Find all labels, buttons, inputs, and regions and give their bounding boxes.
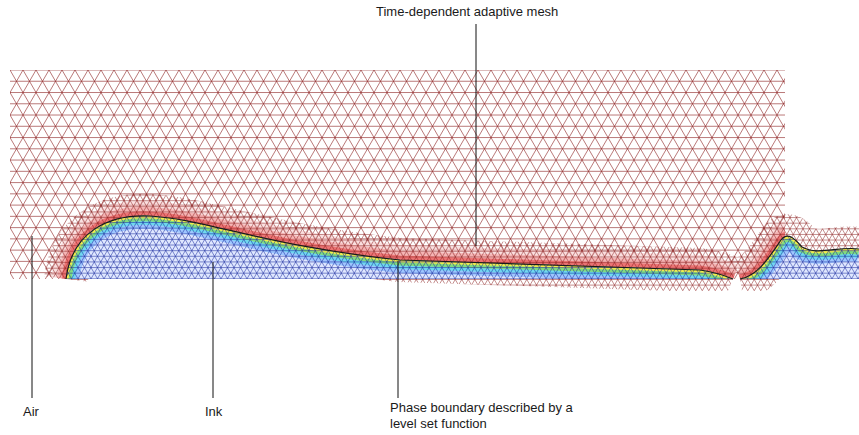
phase-boundary bbox=[66, 216, 733, 279]
callout-label: Air bbox=[23, 404, 39, 420]
ink-mesh bbox=[0, 200, 859, 290]
callout-label: Time-dependent adaptive mesh bbox=[376, 4, 558, 20]
callout-label: Ink bbox=[205, 404, 222, 420]
leader-line bbox=[398, 261, 399, 398]
callout-label: Phase boundary described by a level set … bbox=[390, 400, 590, 432]
leader-line bbox=[476, 24, 477, 246]
leader-line bbox=[213, 262, 214, 398]
phase-boundary bbox=[740, 236, 859, 279]
leader-line bbox=[32, 236, 33, 398]
